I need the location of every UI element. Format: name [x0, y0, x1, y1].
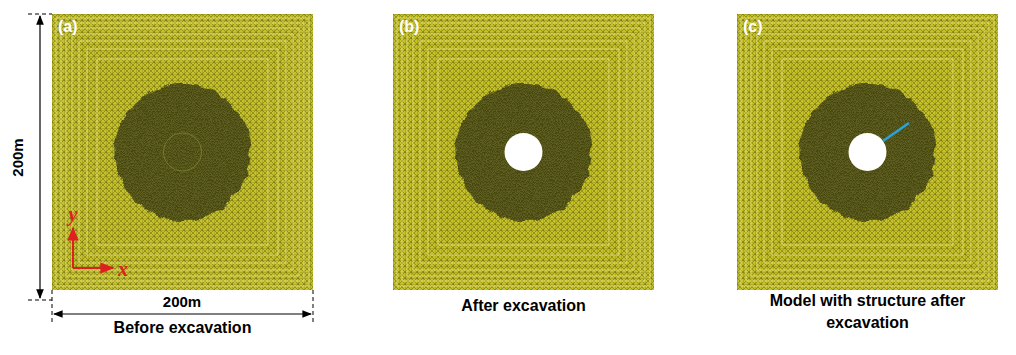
dimension-lines — [28, 14, 313, 325]
dimension-label: 200m — [163, 294, 201, 309]
excavation-hole — [849, 133, 887, 171]
mesh-panel — [52, 14, 313, 290]
mesh-panel — [393, 14, 654, 290]
model-panel: (a)Before excavation — [52, 14, 313, 290]
panel-tag: (a) — [58, 18, 78, 36]
axis-label: x — [118, 259, 128, 279]
dimension-label: 200m — [10, 138, 25, 176]
panel-tag: (b) — [399, 18, 419, 36]
excavation-hole — [505, 133, 543, 171]
structure-line — [883, 123, 909, 141]
axis-label: y — [69, 204, 78, 224]
mesh-panel — [737, 14, 998, 290]
panel-caption: After excavation — [419, 295, 629, 317]
panel-caption: Before excavation — [78, 317, 288, 339]
axis-arrows — [73, 228, 113, 268]
panel-caption: Model with structure after excavation — [763, 290, 973, 334]
model-panel: (c)Model with structure after excavation — [737, 14, 998, 290]
model-panel: (b)After excavation — [393, 14, 654, 290]
panel-tag: (c) — [743, 18, 763, 36]
excavation-outline — [164, 133, 202, 171]
